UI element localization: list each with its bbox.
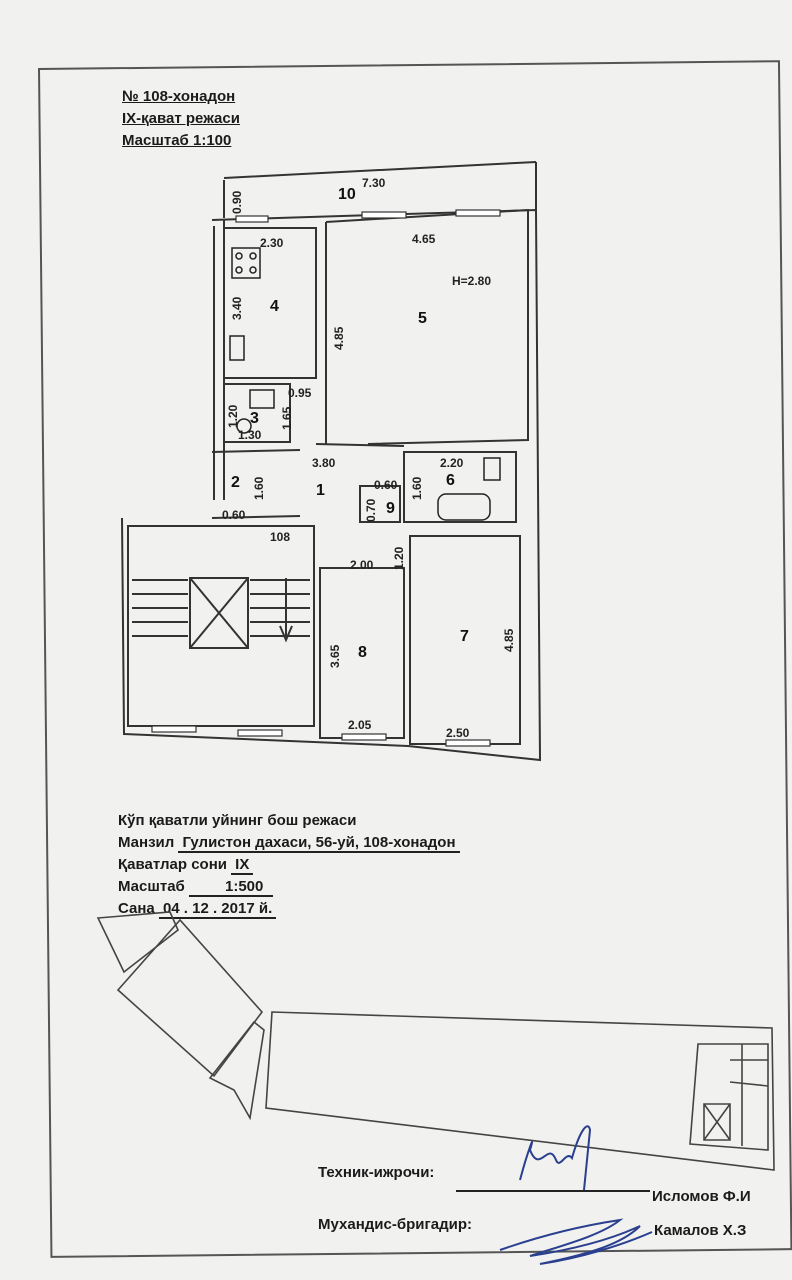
technician-signature xyxy=(519,1125,592,1191)
room-9-walls xyxy=(359,485,401,523)
dim-label: 3.80 xyxy=(312,456,336,470)
elevator-cross xyxy=(189,577,249,649)
plan-title: № 108-хонадон xyxy=(122,88,236,105)
room-number-6: 6 xyxy=(446,472,455,489)
room-number-8: 8 xyxy=(358,644,367,661)
kitchen-sink-icon xyxy=(229,335,245,361)
address-label: Манзил xyxy=(118,834,175,851)
hall-walls xyxy=(211,443,405,519)
dim-label: 2.30 xyxy=(260,236,284,250)
apartment-inset xyxy=(689,1043,769,1151)
scale-value: 1:500 xyxy=(189,878,274,897)
washbasin-icon xyxy=(249,389,275,409)
dim-label: 2.05 xyxy=(348,718,372,732)
date-label: Сана xyxy=(118,900,155,917)
window xyxy=(151,725,197,733)
date-row: Сана 04 . 12 . 2017 й. xyxy=(118,900,277,919)
bath-sink-icon xyxy=(483,457,501,481)
dim-label: 0.95 xyxy=(288,386,312,400)
room-number-4: 4 xyxy=(270,298,279,315)
address-value: Гулистон дахаси, 56-уй, 108-хонадон xyxy=(178,834,460,853)
floors-row: Қаватлар сони IX xyxy=(118,856,254,875)
building-wing xyxy=(96,911,179,974)
dim-label: 0.60 xyxy=(374,478,398,492)
floors-label: Қаватлар сони xyxy=(118,856,227,873)
engineer-label: Мухандис-бригадир: xyxy=(318,1216,472,1233)
room-number-1: 1 xyxy=(316,482,325,499)
technician-signature-line xyxy=(456,1190,650,1192)
address-row: Манзил Гулистон дахаси, 56-уй, 108-хонад… xyxy=(118,834,460,853)
balcony-outline xyxy=(223,161,537,218)
room-5-walls xyxy=(325,208,529,445)
scale-label: Масштаб xyxy=(118,878,185,895)
window xyxy=(445,739,491,747)
dim-label: 108 xyxy=(270,530,291,544)
scale-row: Масштаб 1:500 xyxy=(118,878,274,897)
dim-label: 0.60 xyxy=(222,508,246,522)
room-number-3: 3 xyxy=(250,410,259,427)
room-number-9: 9 xyxy=(386,500,395,517)
elevator-shaft xyxy=(189,577,249,649)
dim-label: 4.65 xyxy=(412,232,436,246)
building-wing xyxy=(208,1020,265,1121)
dim-label: 2.50 xyxy=(446,726,470,740)
stair-steps xyxy=(132,579,310,637)
date-value: 04 . 12 . 2017 й. xyxy=(158,900,277,919)
engineer-name: Камалов Х.З xyxy=(654,1222,747,1239)
window xyxy=(455,209,501,217)
dim-label: 2.00 xyxy=(350,558,374,572)
bathtub-icon xyxy=(437,493,491,521)
stair-arrow xyxy=(279,578,293,643)
dim-label: 1.30 xyxy=(238,428,262,442)
stove-icon xyxy=(231,247,261,279)
room-number-10: 10 xyxy=(338,186,356,203)
room-number-2: 2 xyxy=(231,474,240,491)
technician-name: Исломов Ф.И xyxy=(652,1188,751,1205)
room-3-walls xyxy=(223,383,291,443)
room-number-5: 5 xyxy=(418,310,427,327)
dim-label: 2.20 xyxy=(440,456,464,470)
window xyxy=(341,733,387,741)
window xyxy=(361,211,407,219)
inset-walls xyxy=(729,1044,769,1146)
floors-value: IX xyxy=(231,856,254,875)
room-4-walls xyxy=(223,227,317,379)
technician-label: Техник-ижрочи: xyxy=(318,1164,435,1181)
toilet-icon xyxy=(236,418,252,434)
room-6-walls xyxy=(403,451,517,523)
dim-label: H=2.80 xyxy=(452,274,492,288)
plan-floor: IX-қават режаси xyxy=(122,110,240,127)
dim-label: 7.30 xyxy=(362,176,386,190)
window xyxy=(235,215,269,223)
plan-scale: Масштаб 1:100 xyxy=(122,132,232,149)
room-number-7: 7 xyxy=(460,628,469,645)
info-title: Кўп қаватли уйнинг бош режаси xyxy=(118,812,357,829)
window xyxy=(237,729,283,737)
stair-block xyxy=(127,525,315,727)
building-main xyxy=(265,1011,775,1171)
building-wing xyxy=(116,918,264,1078)
inset-elevator xyxy=(703,1103,731,1141)
engineer-signature xyxy=(499,1218,653,1265)
